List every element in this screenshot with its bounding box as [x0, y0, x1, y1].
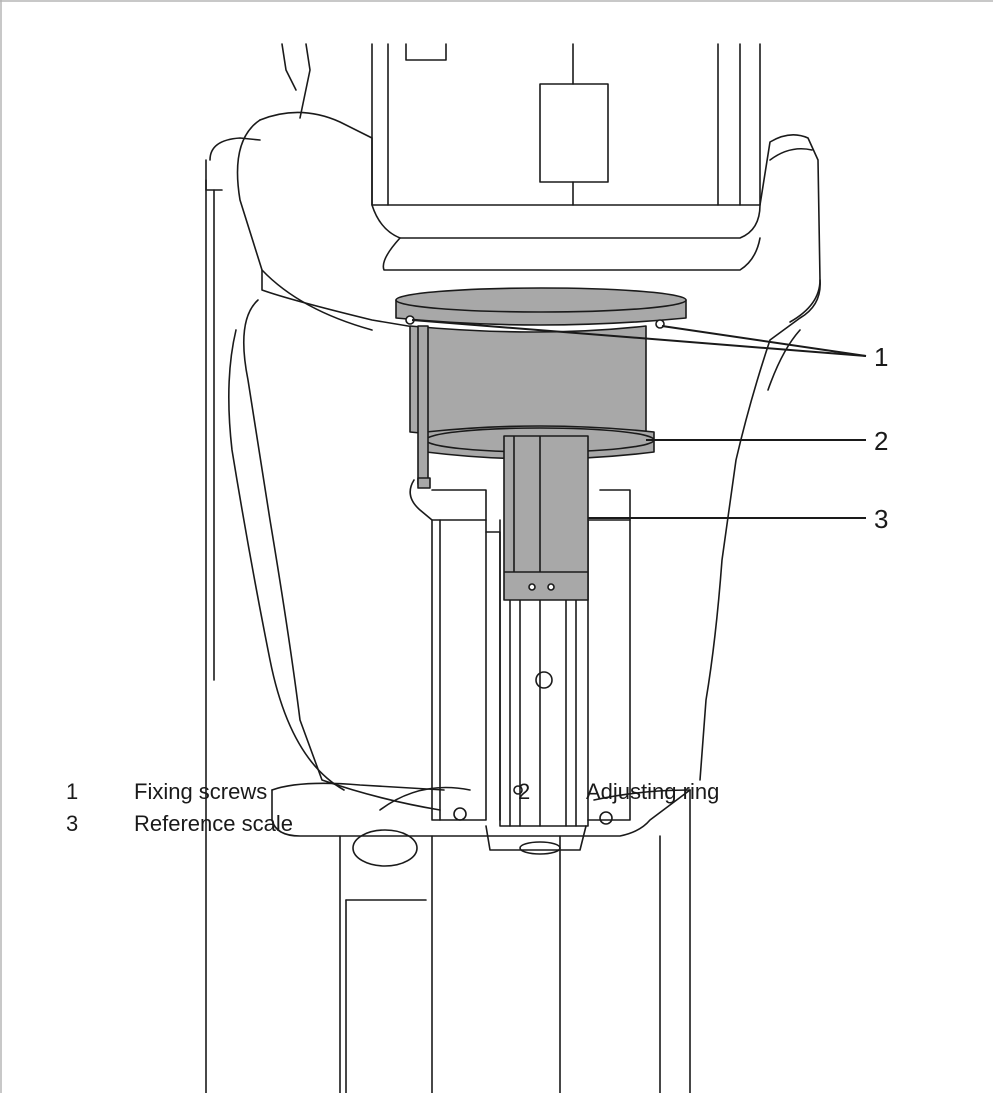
cylinder-body: [409, 325, 647, 440]
legend-description: Adjusting ring: [586, 779, 720, 804]
callout-label-1: 1: [874, 342, 888, 372]
callout-label-2: 2: [874, 426, 888, 456]
legend-number: 2: [518, 779, 531, 804]
leader-1b: [661, 325, 867, 357]
lower-saddle: [271, 789, 691, 837]
leader-lines: [411, 319, 867, 519]
highlighted-assembly: [395, 287, 687, 601]
vertical-rail: [431, 519, 487, 821]
screw-rod: [417, 325, 429, 485]
legend-number: 1: [66, 779, 79, 804]
reference-scale: [503, 435, 589, 601]
upper-column: [371, 43, 761, 206]
legend-description: Fixing screws: [134, 779, 268, 804]
legend-description: Reference scale: [134, 811, 293, 836]
leader-1a: [411, 319, 867, 357]
device-outline: [205, 43, 821, 1093]
callout-label-3: 3: [874, 504, 888, 534]
legend-number: 3: [66, 811, 79, 836]
label-plate: [539, 83, 609, 183]
arm-body: [259, 111, 821, 781]
